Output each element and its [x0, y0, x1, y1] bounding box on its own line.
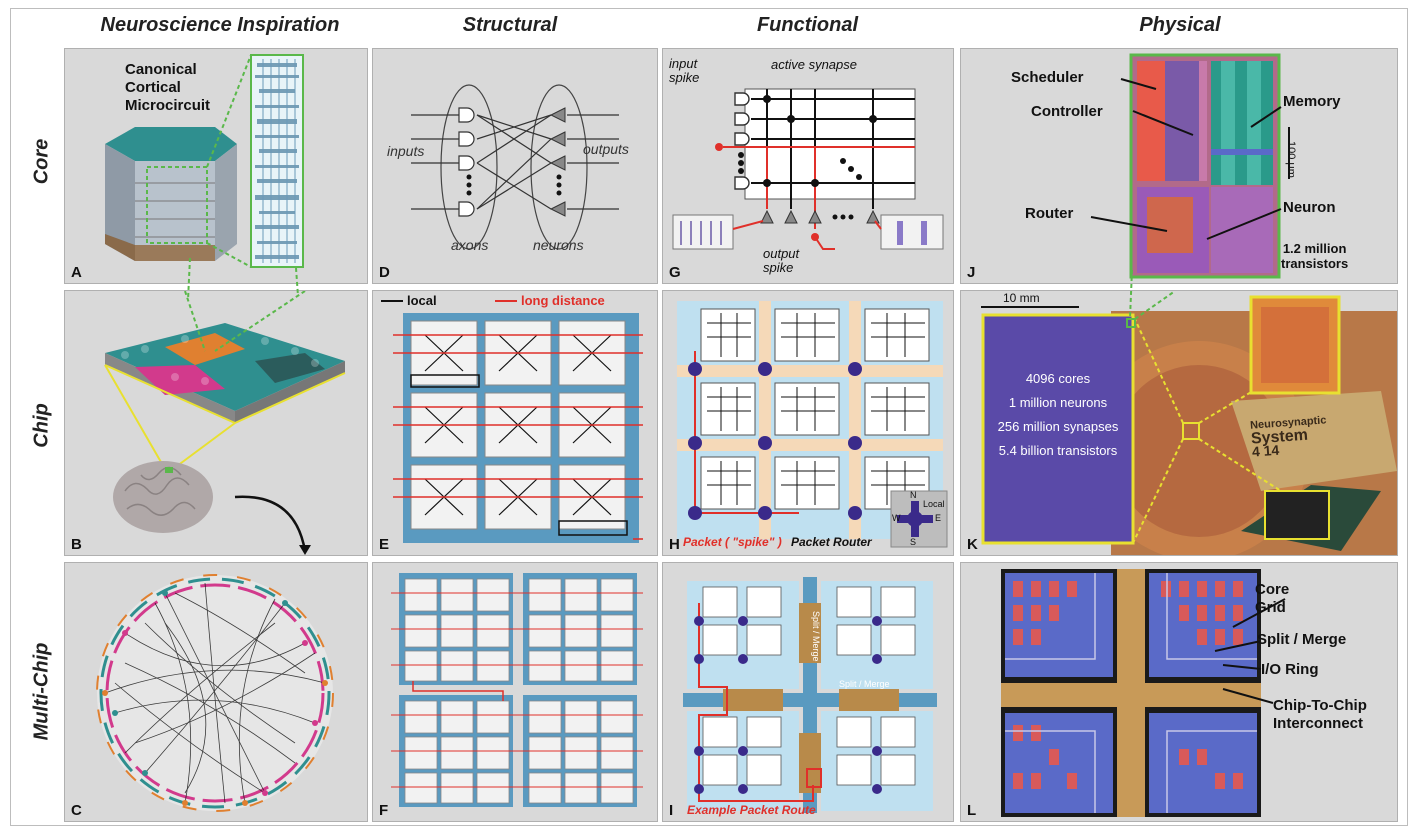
chip-and-wafer-photo: [981, 291, 1397, 555]
panel-j-transistors-line1: 1.2 million: [1282, 241, 1347, 256]
panel-k-chip-specs: 4096 cores 1 million neurons 256 million…: [983, 367, 1133, 463]
multichip-packet-route: [683, 577, 937, 813]
row-header-multichip: Multi-Chip: [30, 642, 53, 741]
panel-k-chip-photo: 10 mm 4096 cores 1 million neurons 256 m…: [960, 290, 1398, 556]
panel-h-functional-chip: N S W E Local Packet ( "spike" ) Packet …: [662, 290, 954, 556]
packet-router-mesh: [677, 301, 948, 548]
compass-local-label: Local: [923, 499, 945, 509]
panel-a-title-line3: Microcircuit: [125, 97, 211, 114]
panel-label-d: D: [379, 264, 390, 281]
panel-l-c2c-label: Chip-To-Chip Interconnect: [1273, 697, 1367, 733]
compass-south-label: S: [910, 537, 917, 547]
panel-j-transistors-line2: transistors: [1281, 256, 1349, 271]
panel-label-l: L: [967, 802, 977, 819]
panel-i-route-label: Example Packet Route: [687, 803, 816, 817]
panel-i-split-merge-label: Split / Merge: [839, 679, 890, 689]
crossbar-schematic: [411, 84, 619, 250]
chip-spec-synapses: 256 million synapses: [997, 419, 1119, 434]
panel-e-structural-chip: local long distance E: [372, 290, 658, 556]
compass-east-label: E: [935, 513, 942, 523]
panel-a-title-line1: Canonical: [125, 61, 197, 78]
connectome-circle-plot: [96, 574, 334, 812]
chip-spec-transistors: 5.4 billion transistors: [998, 443, 1118, 458]
column-header-functional: Functional: [756, 14, 859, 36]
panel-l-split-merge-label: Split / Merge: [1257, 631, 1347, 648]
column-header-structural: Structural: [462, 14, 558, 36]
panel-l-core-grid-label: Core Grid: [1255, 581, 1289, 617]
panel-j-core-die: Scheduler Controller Memory Router Neuro…: [960, 48, 1398, 284]
panel-g-output-spike-word: spike: [763, 260, 794, 275]
panel-l-io-ring-label: I/O Ring: [1261, 661, 1319, 678]
panel-k-scale-label: 10 mm: [1003, 291, 1040, 305]
panel-f-structural-multichip: F: [372, 562, 658, 822]
column-header-physical: Physical: [1139, 14, 1221, 36]
panel-j-neuron-label: Neuron: [1283, 199, 1336, 216]
panel-label-e: E: [379, 536, 390, 553]
panel-d-structural-core: inputs outputs axons neurons D: [372, 48, 658, 284]
panel-c-connectome: C: [64, 562, 368, 822]
panel-g-output-spike-label: output spike: [763, 247, 799, 275]
core-grid-line2: Grid: [1255, 599, 1286, 616]
panel-a-title: Canonical Cortical Microcircuit: [125, 61, 210, 115]
panel-label-c: C: [71, 802, 82, 819]
cortical-sheet-illustration: [104, 291, 346, 555]
panel-j-scheduler-label: Scheduler: [1011, 69, 1084, 86]
panel-d-neurons-label: neurons: [533, 237, 584, 253]
panel-a-cortical-microcircuit: Canonical Cortical Microcircuit A: [64, 48, 368, 284]
panel-j-router-label: Router: [1025, 205, 1074, 222]
panel-i-split-merge-vertical: Split / Merge: [811, 611, 821, 662]
panel-i-functional-multichip: Split / Merge Split / Merge Example Pack…: [662, 562, 954, 822]
panel-g-input-spike-label: input spike: [669, 57, 699, 85]
panel-g-output-label: output: [763, 246, 800, 261]
panel-label-b: B: [71, 536, 82, 553]
panel-b-cortical-sheet: B: [64, 290, 368, 556]
chip-spec-neurons: 1 million neurons: [1008, 395, 1108, 410]
row-header-chip: Chip: [30, 403, 53, 448]
cortical-column-illustration: [105, 54, 304, 268]
panel-a-title-line2: Cortical: [125, 79, 181, 96]
panel-label-g: G: [669, 264, 681, 281]
compass-west-label: W: [892, 513, 901, 523]
panel-h-packet-label: Packet ( "spike" ): [683, 535, 782, 549]
panel-d-outputs-label: outputs: [583, 141, 629, 157]
panel-d-inputs-label: inputs: [387, 143, 425, 159]
panel-g-functional-core: input spike active synapse output spike …: [662, 48, 954, 284]
core-grid-schematic: [381, 300, 643, 543]
panel-g-spike-label: spike: [669, 70, 700, 85]
panel-label-h: H: [669, 536, 680, 553]
panel-j-scale-label: 100 μm: [1285, 141, 1297, 178]
multichip-board-layout: [1001, 569, 1286, 817]
chip-spec-cores: 4096 cores: [1025, 371, 1091, 386]
spiking-crossbar-schematic: [672, 88, 944, 250]
panel-e-local-legend: local: [407, 293, 437, 308]
panel-label-f: F: [379, 802, 389, 819]
panel-j-controller-label: Controller: [1031, 103, 1103, 120]
c2c-line1: Chip-To-Chip: [1273, 697, 1367, 714]
panel-j-transistor-count: 1.2 million transistors: [1281, 241, 1348, 271]
panel-label-j: J: [967, 264, 976, 281]
compass-north-label: N: [910, 490, 917, 500]
panel-j-memory-label: Memory: [1283, 93, 1341, 110]
panel-label-i: I: [669, 802, 674, 819]
column-header-neuroscience: Neuroscience Inspiration: [100, 14, 340, 36]
panel-g-input-label: input: [669, 56, 698, 71]
panel-k-package-text: Neurosynaptic System 4 14: [1250, 414, 1329, 459]
multichip-grid-schematic: [391, 573, 643, 807]
panel-label-k: K: [967, 536, 978, 553]
panel-g-active-synapse-label: active synapse: [771, 57, 857, 72]
panel-l-multichip-board: Core Grid Split / Merge I/O Ring Chip-To…: [960, 562, 1398, 822]
panel-d-axons-label: axons: [451, 237, 489, 253]
core-die-photo: [1090, 53, 1290, 279]
c2c-line2: Interconnect: [1273, 715, 1364, 732]
panel-e-long-distance-legend: long distance: [521, 293, 605, 308]
panel-label-a: A: [71, 264, 82, 281]
panel-h-router-label: Packet Router: [791, 535, 872, 549]
row-header-core: Core: [30, 138, 53, 185]
core-grid-line1: Core: [1255, 581, 1290, 598]
